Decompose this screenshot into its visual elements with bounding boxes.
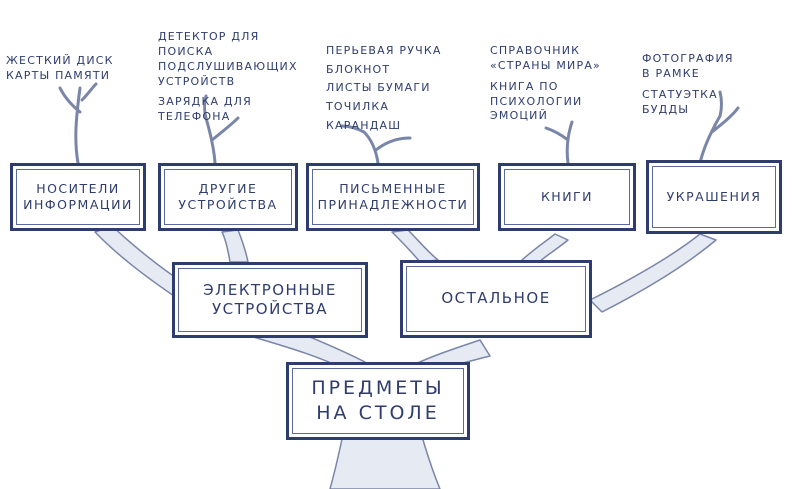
node-label: КНИГИ bbox=[540, 188, 594, 204]
node-label-line: ЭЛЕКТРОННЫЕ bbox=[203, 280, 337, 299]
node-label-line: УСТРОЙСТВА bbox=[211, 300, 329, 318]
node-label: УКРАШЕНИЯ bbox=[666, 188, 762, 204]
branch-other-stationery bbox=[391, 229, 439, 263]
node-label-line: ПРИНАДЛЕЖНОСТИ bbox=[317, 197, 469, 212]
node-label-line: ДРУГИЕ bbox=[198, 180, 258, 196]
leaf-item: ТОЧИЛКА bbox=[326, 100, 390, 114]
node-decorations: УКРАШЕНИЯ bbox=[646, 160, 782, 234]
leaf-item: БУДДЫ bbox=[642, 102, 690, 116]
node-label-line: ПИСЬМЕННЫЕ bbox=[339, 180, 447, 196]
node-other: ОСТАЛЬНОЕ bbox=[400, 260, 592, 338]
leaf-item: КАРТЫ ПАМЯТИ bbox=[6, 68, 111, 82]
leaf-list-devices: ДЕТЕКТОР ДЛЯ ПОИСКА ПОДСЛУШИВАЮЩИХ УСТРО… bbox=[158, 30, 298, 125]
leaf-list-decor: ФОТОГРАФИЯ В РАМКЕ СТАТУЭТКА БУДДЫ bbox=[642, 52, 734, 117]
leaf-item: «СТРАНЫ МИРА» bbox=[490, 58, 601, 72]
leaf-item: ТЕЛЕФОНА bbox=[158, 110, 231, 124]
leaf-item: ЖЕСТКИЙ ДИСК bbox=[6, 54, 114, 67]
twig-books bbox=[544, 120, 574, 165]
node-label-line: УСТРОЙСТВА bbox=[178, 197, 278, 212]
leaf-item: КАРАНДАШ bbox=[326, 118, 402, 132]
leaf-item: ЛИСТЫ БУМАГИ bbox=[326, 81, 431, 95]
leaf-list-books: СПРАВОЧНИК «СТРАНЫ МИРА» КНИГА ПО ПСИХОЛ… bbox=[490, 44, 601, 124]
node-label-line: НОСИТЕЛИ bbox=[36, 180, 120, 196]
leaf-item: ЗАРЯДКА ДЛЯ bbox=[158, 95, 252, 109]
node-books: КНИГИ bbox=[498, 163, 636, 231]
leaf-item: ПОИСКА bbox=[158, 44, 214, 58]
node-label: ОСТАЛЬНОЕ bbox=[441, 289, 551, 308]
twig-devices bbox=[203, 94, 240, 165]
leaf-item: СПРАВОЧНИК bbox=[490, 44, 581, 57]
branch-electronic-devices bbox=[221, 229, 249, 263]
twig-stationery bbox=[340, 124, 412, 165]
branch-other-decor bbox=[589, 233, 717, 313]
leaf-item: ЭМОЦИЙ bbox=[490, 109, 549, 123]
twig-storage bbox=[58, 82, 98, 165]
leaf-item: В РАМКЕ bbox=[642, 66, 700, 80]
leaf-list-storage: ЖЕСТКИЙ ДИСК КАРТЫ ПАМЯТИ bbox=[6, 54, 114, 84]
leaf-item: СТАТУЭТКА bbox=[642, 87, 718, 101]
leaf-item: КНИГА ПО bbox=[490, 79, 559, 93]
leaf-list-stationery: ПЕРЬЕВАЯ РУЧКА БЛОКНОТ ЛИСТЫ БУМАГИ ТОЧИ… bbox=[326, 42, 442, 135]
node-label-line: НА СТОЛЕ bbox=[316, 402, 440, 424]
leaf-item: ФОТОГРАФИЯ bbox=[642, 52, 734, 65]
node-label-line: ИНФОРМАЦИИ bbox=[23, 197, 133, 212]
leaf-item: ПОДСЛУШИВАЮЩИХ bbox=[158, 59, 298, 73]
twig-decor bbox=[698, 90, 740, 165]
leaf-item: ПЕРЬЕВАЯ РУЧКА bbox=[326, 44, 442, 57]
leaf-item: ДЕТЕКТОР ДЛЯ bbox=[158, 30, 260, 43]
leaf-item: УСТРОЙСТВ bbox=[158, 74, 236, 88]
leaf-item: ПСИХОЛОГИИ bbox=[490, 94, 583, 108]
node-label-line: ПРЕДМЕТЫ bbox=[311, 377, 445, 400]
leaf-item: БЛОКНОТ bbox=[326, 62, 391, 76]
